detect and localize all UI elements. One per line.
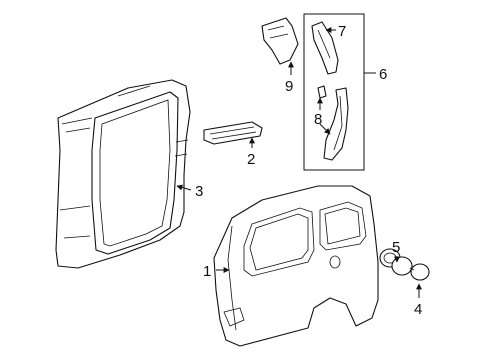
fuel-door <box>391 256 430 281</box>
pillar-bracket <box>261 17 299 65</box>
group-6-box <box>303 13 365 171</box>
callout-6: 6 <box>379 66 387 83</box>
bracket <box>203 121 263 145</box>
outer-quarter-panel <box>213 185 379 347</box>
callout-7: 7 <box>338 23 346 40</box>
callout-5: 5 <box>392 239 400 256</box>
callout-1: 1 <box>203 263 211 280</box>
pillar-trim <box>311 21 339 75</box>
callout-9: 9 <box>285 78 293 95</box>
callout-4: 4 <box>414 301 422 318</box>
callout-2: 2 <box>247 151 255 168</box>
leader-lines <box>176 27 422 298</box>
callout-3: 3 <box>195 183 203 200</box>
lower-pillar-trim <box>317 85 349 161</box>
inner-side-panel <box>55 79 191 269</box>
callout-8: 8 <box>314 111 322 128</box>
